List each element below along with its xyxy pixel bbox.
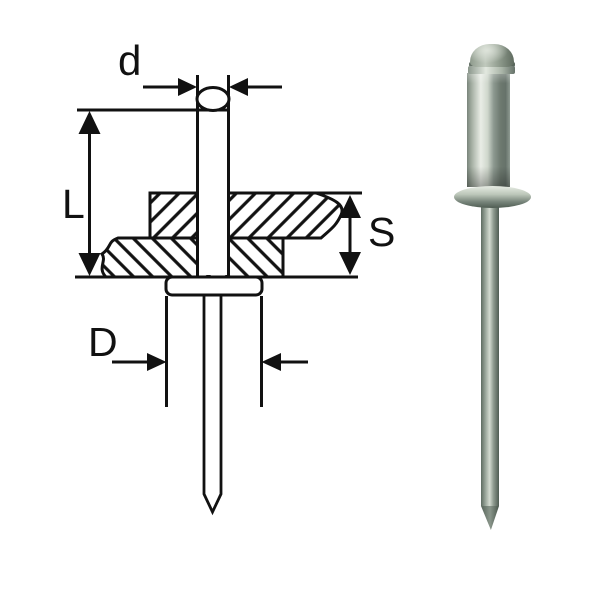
upper-plate-section [148, 191, 344, 240]
label-flange-diameter: D [88, 319, 118, 365]
dimension-D-arrows [112, 353, 308, 371]
photo-rivet-flange [454, 186, 531, 208]
label-rivet-length: L [62, 181, 85, 227]
photo-mandrel-stem [481, 205, 499, 506]
rivet-photo [440, 40, 560, 540]
dimension-d-arrows [143, 78, 282, 96]
rivet-flange-outline [164, 275, 264, 297]
photo-mandrel-dome [470, 44, 514, 67]
label-grip-range: S [368, 209, 396, 255]
label-body-diameter: d [118, 37, 142, 84]
lower-plate-section [99, 236, 285, 279]
mandrel-stem-outline [202, 293, 223, 516]
photo-rivet-body [467, 73, 510, 187]
dimension-S-arrow [339, 195, 361, 275]
photo-mandrel-tip [481, 506, 499, 530]
mandrel-dome-outline [195, 86, 231, 112]
photo-neck-collar [468, 66, 515, 74]
dimension-L-arrow [78, 111, 101, 276]
